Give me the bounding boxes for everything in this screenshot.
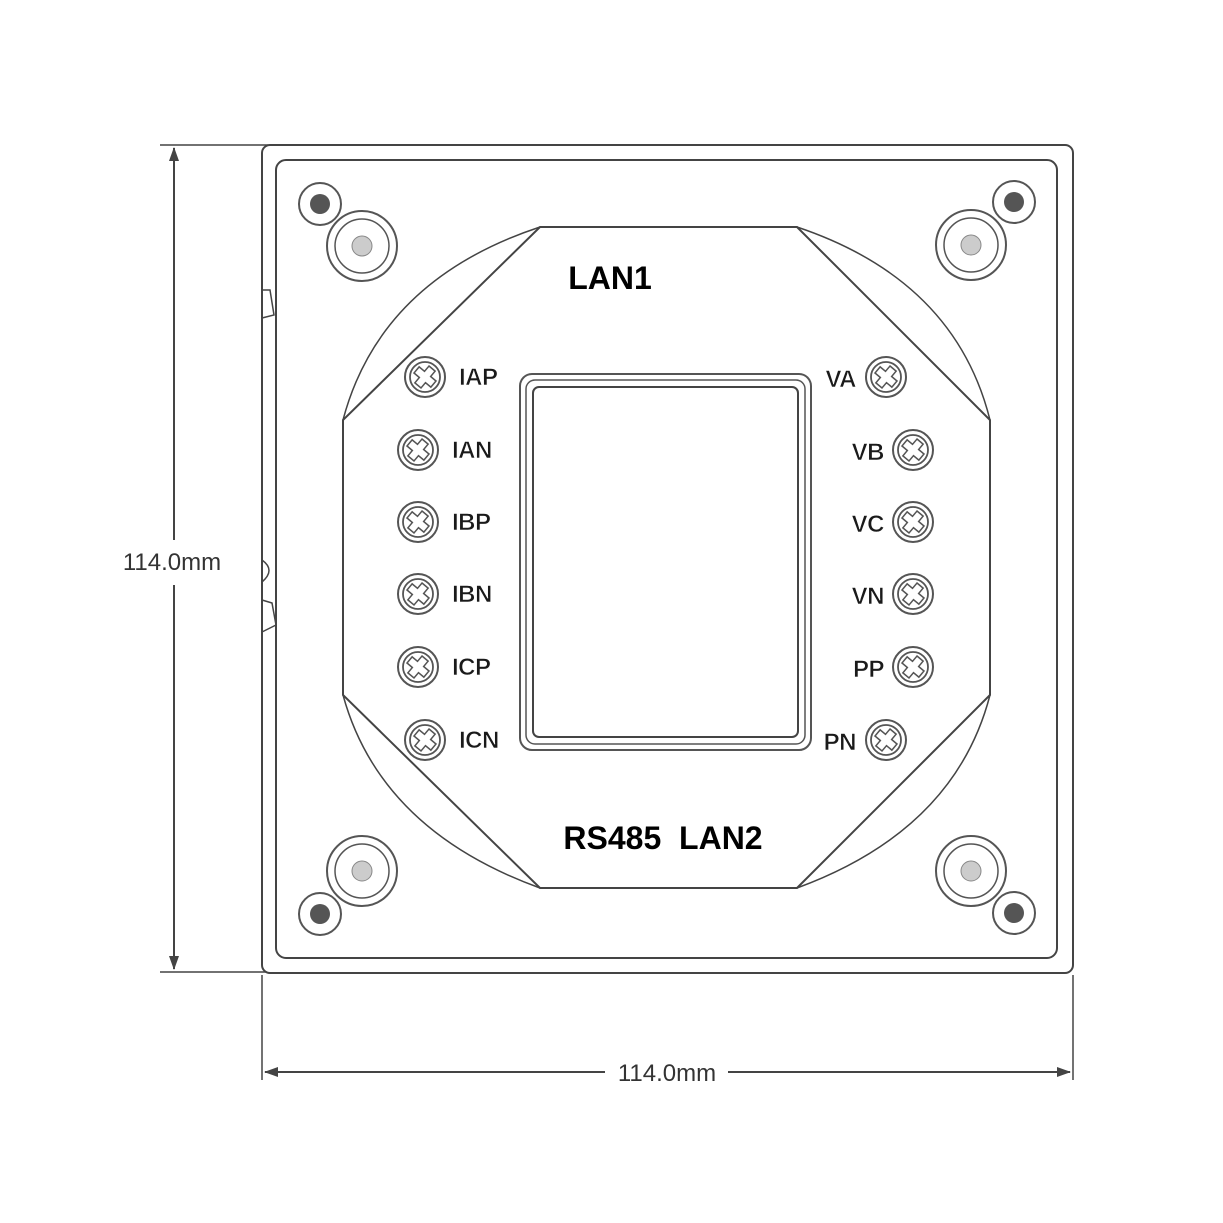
mounting-hole-top-right	[935, 180, 1036, 281]
terminal-label-left: ICN	[459, 727, 499, 754]
terminal-label-left: ICP	[452, 654, 491, 681]
terminal-screw-icon	[404, 719, 446, 761]
terminals-left: IAP IAN IBP IBN ICP ICN	[397, 356, 500, 761]
terminal-label-left: IBN	[452, 581, 492, 608]
terminal-label-right: PN	[824, 729, 856, 756]
port-label-top: LAN1	[568, 260, 652, 296]
terminal-screw-icon	[397, 501, 439, 543]
terminal-label-left: IAP	[459, 364, 498, 391]
terminals-right: VA VB VC VN PP PN	[823, 356, 934, 761]
port-label-bottom: RS485 LAN2	[563, 820, 762, 856]
mounting-hole-top-left	[298, 182, 398, 282]
terminal-label-left: IAN	[452, 437, 492, 464]
height-dimension-label: 114.0mm	[123, 549, 221, 576]
terminal-screw-icon	[397, 429, 439, 471]
terminal-screw-icon	[397, 573, 439, 615]
mounting-hole-bottom-left	[298, 835, 398, 936]
terminal-screw-icon	[397, 646, 439, 688]
display-window	[519, 373, 812, 751]
terminal-screw-icon	[865, 356, 907, 398]
terminal-label-right: VA	[825, 366, 856, 393]
width-dimension: 114.0mm	[261, 975, 1074, 1087]
terminal-screw-icon	[865, 719, 907, 761]
terminal-screw-icon	[892, 429, 934, 471]
terminal-label-left: IBP	[452, 509, 491, 536]
terminal-screw-icon	[892, 501, 934, 543]
mounting-holes	[298, 180, 1036, 936]
terminal-screw-icon	[404, 356, 446, 398]
terminal-screw-icon	[892, 646, 934, 688]
terminal-screw-icon	[892, 573, 934, 615]
mounting-hole-bottom-right	[935, 835, 1036, 935]
terminal-label-right: VC	[852, 511, 885, 538]
terminal-label-right: VN	[852, 583, 884, 610]
terminal-label-right: VB	[852, 439, 885, 466]
terminal-label-right: PP	[853, 656, 885, 683]
height-dimension: 114.0mm	[123, 144, 268, 973]
width-dimension-label: 114.0mm	[618, 1060, 716, 1087]
